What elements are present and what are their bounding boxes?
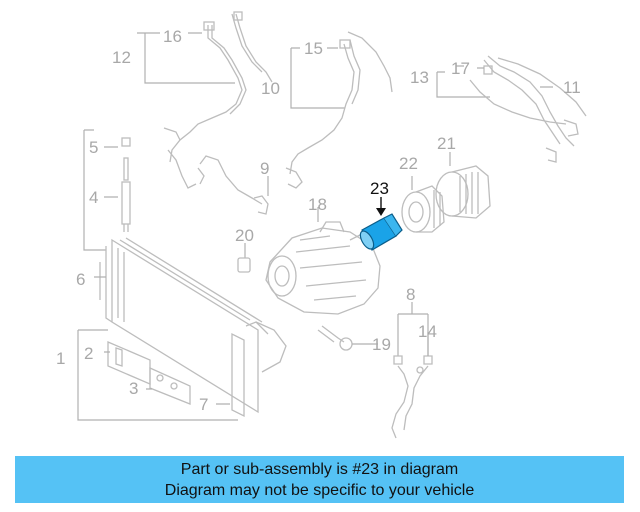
hose-assembly-11 [436, 55, 587, 163]
callout-19: 19 [372, 335, 391, 354]
callout-2: 2 [84, 344, 93, 363]
callout-9: 9 [260, 159, 269, 178]
pressure-switch-8 [391, 302, 433, 439]
callout-13: 13 [410, 68, 429, 87]
callout-6: 6 [76, 270, 85, 289]
callout-5: 5 [89, 138, 98, 157]
callout-14: 14 [418, 322, 437, 341]
callout-8: 8 [406, 285, 415, 304]
hose-assembly-10 [253, 31, 393, 215]
callout-12: 12 [112, 48, 131, 67]
callout-17: 17 [451, 59, 470, 78]
part-23-highlighted [359, 197, 403, 251]
callout-20: 20 [235, 226, 254, 245]
bolt-19 [317, 325, 370, 351]
caption-banner: Part or sub-assembly is #23 in diagram D… [15, 456, 624, 503]
caption-line-2: Diagram may not be specific to your vehi… [164, 482, 475, 499]
condenser [77, 237, 287, 421]
callout-18: 18 [308, 195, 327, 214]
callout-11: 11 [563, 78, 581, 97]
clutch-parts [401, 152, 491, 233]
callout-7: 7 [199, 395, 208, 414]
hose-assembly-12 [144, 11, 273, 205]
callout-16: 16 [163, 27, 182, 46]
callout-1: 1 [56, 349, 65, 368]
caption-line-1: Part or sub-assembly is #23 in diagram [180, 461, 459, 478]
callout-21: 21 [437, 134, 456, 153]
callout-22: 22 [399, 154, 418, 173]
callout-23: 23 [370, 179, 389, 198]
receiver-drier [83, 129, 131, 251]
callout-4: 4 [89, 188, 98, 207]
callout-3: 3 [129, 379, 138, 398]
parts-diagram: 1 2 3 4 5 6 7 8 9 10 11 12 13 14 15 16 1… [56, 11, 587, 439]
compressor [265, 221, 381, 315]
callout-10: 10 [261, 79, 280, 98]
callout-15: 15 [304, 39, 323, 58]
part-20 [237, 243, 251, 273]
